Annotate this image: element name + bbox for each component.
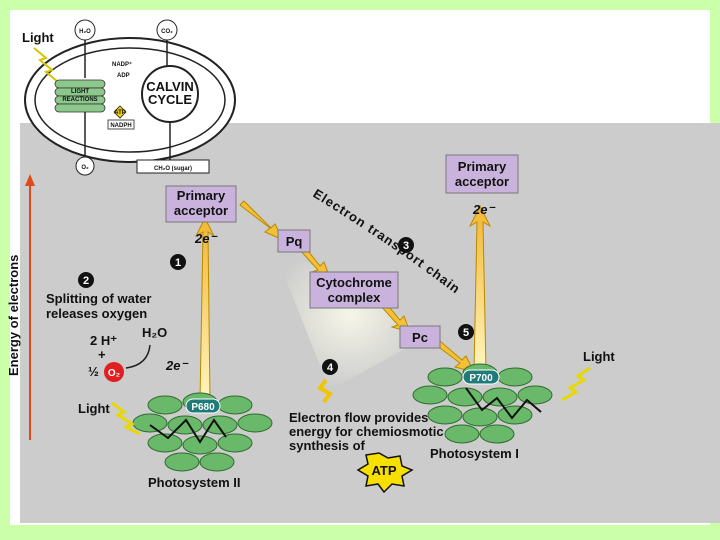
water-h2o-label: H₂O xyxy=(142,325,167,340)
photosystem-1-cluster xyxy=(412,363,553,444)
inset-sugar-label: CH₂O (sugar) xyxy=(154,166,192,172)
p680-label: P680 xyxy=(191,402,215,413)
step-4-label: 4 xyxy=(327,362,334,374)
primary-acceptor-right-label-1: Primary xyxy=(458,159,507,174)
primary-acceptor-right-box xyxy=(445,154,519,194)
electron-glow-cone xyxy=(270,240,430,390)
inset-light-reactions-label-1: LIGHT xyxy=(71,89,89,95)
primary-acceptor-left-box xyxy=(165,185,237,223)
water-splitting-title-1: Splitting of water xyxy=(46,291,151,306)
cytochrome-label-2: complex xyxy=(328,290,382,305)
ps2-name-label: Photosystem II xyxy=(148,475,240,490)
step-3-badge xyxy=(398,237,414,253)
step-2-label: 2 xyxy=(83,275,89,287)
ps1-light-label: Light xyxy=(583,349,615,364)
inset-o2-label: O₂ xyxy=(81,165,89,171)
cytochrome-label-1: Cytochrome xyxy=(316,275,392,290)
ps1-energy-arrow xyxy=(468,204,492,373)
electron-label-split: 2e⁻ xyxy=(165,358,189,373)
pc-label: Pc xyxy=(412,330,428,345)
inset-nadp-label: NADP⁺ xyxy=(112,61,132,68)
electron-label-left: 2e⁻ xyxy=(194,231,218,246)
flow-text-line1: Electron flow provides xyxy=(289,410,428,425)
inset-h2o-label: H₂O xyxy=(79,29,91,35)
ps2-electron-path xyxy=(149,418,227,444)
ps1-name-label: Photosystem I xyxy=(430,446,519,461)
electron-label-right: 2e⁻ xyxy=(472,202,496,217)
inset-calvin-label-2: CYCLE xyxy=(148,92,192,107)
photosystem-2-cluster xyxy=(132,392,273,472)
water-splitting-title-2: releases oxygen xyxy=(46,306,147,321)
atp-energy-bolt-icon xyxy=(317,378,333,404)
water-o2-label: O₂ xyxy=(108,368,120,379)
primary-acceptor-right-label-2: acceptor xyxy=(455,174,509,189)
step-2-badge xyxy=(78,272,94,288)
flow-text-line3: synthesis of xyxy=(289,438,366,453)
inset-nadph-box xyxy=(107,119,135,130)
inset-co2-label: CO₂ xyxy=(161,29,173,35)
flow-text-line2: energy for chemiosmotic xyxy=(289,424,444,439)
step-5-label: 5 xyxy=(463,327,469,339)
water-split-arrow xyxy=(125,344,151,369)
ps2-energy-arrow xyxy=(194,216,216,403)
pc-box xyxy=(399,325,441,349)
inset-light-label: Light xyxy=(22,30,54,45)
inset-o2-circle xyxy=(75,156,95,176)
inset-atp-label: ATP xyxy=(114,110,126,116)
chloroplast-inner-membrane xyxy=(34,47,226,153)
step-4-badge xyxy=(322,359,338,375)
p700-badge xyxy=(462,369,500,385)
energy-axis-label: Energy of electrons xyxy=(6,255,21,376)
inset-light-reactions-label-2: REACTIONS xyxy=(62,97,97,103)
step-3-label: 3 xyxy=(403,240,409,252)
inset-nadph-label: NADPH xyxy=(110,123,131,129)
step-1-badge xyxy=(170,254,186,270)
arrow-to-pq xyxy=(239,200,285,242)
primary-acceptor-left-label-2: acceptor xyxy=(174,203,228,218)
step-5-badge xyxy=(458,324,474,340)
inset-sugar-box xyxy=(136,159,210,174)
water-half-label: ½ xyxy=(88,364,99,379)
p700-label: P700 xyxy=(469,373,493,384)
flow-atp-label: ATP xyxy=(371,463,396,478)
cytochrome-complex-box xyxy=(309,271,399,309)
step-1-label: 1 xyxy=(175,257,181,269)
inset-light-zigzag-icon xyxy=(33,47,59,83)
ps2-light-zigzag-icon xyxy=(111,401,141,436)
inset-light-reactions-stack xyxy=(54,79,106,113)
inset-calvin-label-1: CALVIN xyxy=(146,79,193,94)
water-plus-label: + xyxy=(98,347,106,362)
inset-atp-burst-icon xyxy=(113,105,127,119)
water-2h-label: 2 H⁺ xyxy=(90,333,117,348)
pq-box xyxy=(277,229,311,253)
chloroplast-inset: Light H₂O CO₂ LIGHT REACTIONS NADP⁺ ADP … xyxy=(22,19,236,176)
primary-acceptor-left-label-1: Primary xyxy=(177,188,226,203)
oxygen-molecule-icon xyxy=(104,362,124,382)
ps1-electron-path xyxy=(465,387,542,420)
atp-burst-icon xyxy=(356,452,414,494)
p680-badge xyxy=(185,398,221,414)
ps2-light-label: Light xyxy=(78,401,110,416)
energy-axis-arrowhead-icon xyxy=(25,174,35,186)
ps1-light-zigzag-icon xyxy=(561,366,591,402)
arrow-to-p700 xyxy=(435,340,475,373)
inset-adp-label: ADP xyxy=(117,73,130,79)
pq-label: Pq xyxy=(286,234,303,249)
